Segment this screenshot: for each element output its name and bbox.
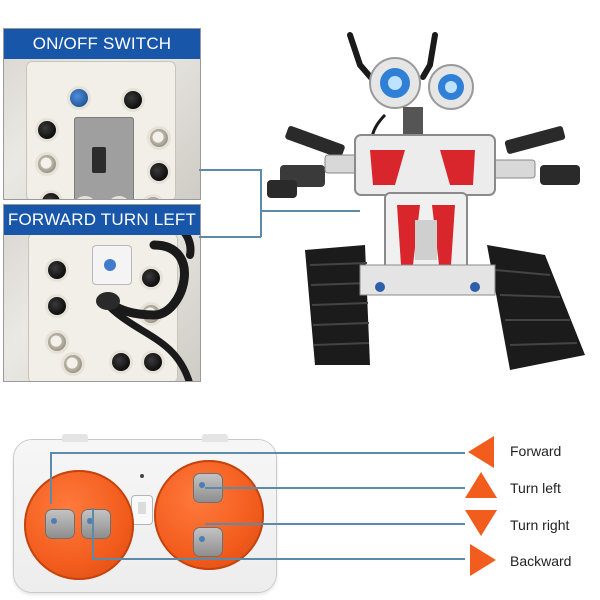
turn-right-arrow-icon <box>465 510 497 536</box>
on-off-switch-label: ON/OFF SWITCH <box>4 29 200 59</box>
turn-left-arrow-icon <box>465 472 497 498</box>
blue-pin-icon <box>70 89 88 107</box>
hole <box>150 129 168 147</box>
remote-tab <box>202 434 228 442</box>
hole <box>112 353 130 371</box>
left-dial[interactable] <box>24 470 134 580</box>
connector-line <box>199 169 261 171</box>
forward-turn-left-label: FORWARD TURN LEFT <box>4 205 200 235</box>
connector-line <box>50 452 465 454</box>
hole <box>142 269 160 287</box>
hole <box>144 353 162 371</box>
turn-right-label: Turn right <box>510 517 570 533</box>
on-off-switch-photo: ON/OFF SWITCH <box>3 28 201 200</box>
blue-pin-icon <box>104 259 116 271</box>
hole <box>38 121 56 139</box>
hole <box>150 163 168 181</box>
forward-turn-left-photo: FORWARD TURN LEFT <box>3 204 201 382</box>
backward-button[interactable] <box>82 510 110 538</box>
hole <box>48 261 66 279</box>
right-dial[interactable] <box>154 460 264 570</box>
connector-line <box>260 210 360 212</box>
forward-arrow-icon <box>468 436 494 468</box>
hole <box>64 355 82 373</box>
connector-line <box>260 169 262 237</box>
hole <box>42 193 60 199</box>
switch-slider <box>92 147 106 173</box>
remote-control <box>14 434 276 592</box>
indicator-light <box>140 474 144 478</box>
robot-image <box>267 32 585 370</box>
connector-line <box>92 558 465 560</box>
forward-button[interactable] <box>46 510 74 538</box>
backward-arrow-icon <box>470 544 496 576</box>
forward-label: Forward <box>510 443 562 459</box>
connector-line <box>199 236 261 238</box>
hole <box>76 199 94 200</box>
connector-line <box>205 487 465 489</box>
connector-line <box>92 508 94 559</box>
turn-left-label: Turn left <box>510 480 561 496</box>
connector-line <box>50 452 52 504</box>
remote-switch-knob <box>138 502 146 514</box>
hole <box>110 199 128 200</box>
hole <box>38 155 56 173</box>
turn-right-button[interactable] <box>194 528 222 556</box>
remote-tab <box>62 434 88 442</box>
hole <box>48 297 66 315</box>
backward-label: Backward <box>510 553 572 569</box>
hole <box>48 333 66 351</box>
connector-line <box>205 523 465 525</box>
hole <box>144 197 162 199</box>
hole <box>124 91 142 109</box>
